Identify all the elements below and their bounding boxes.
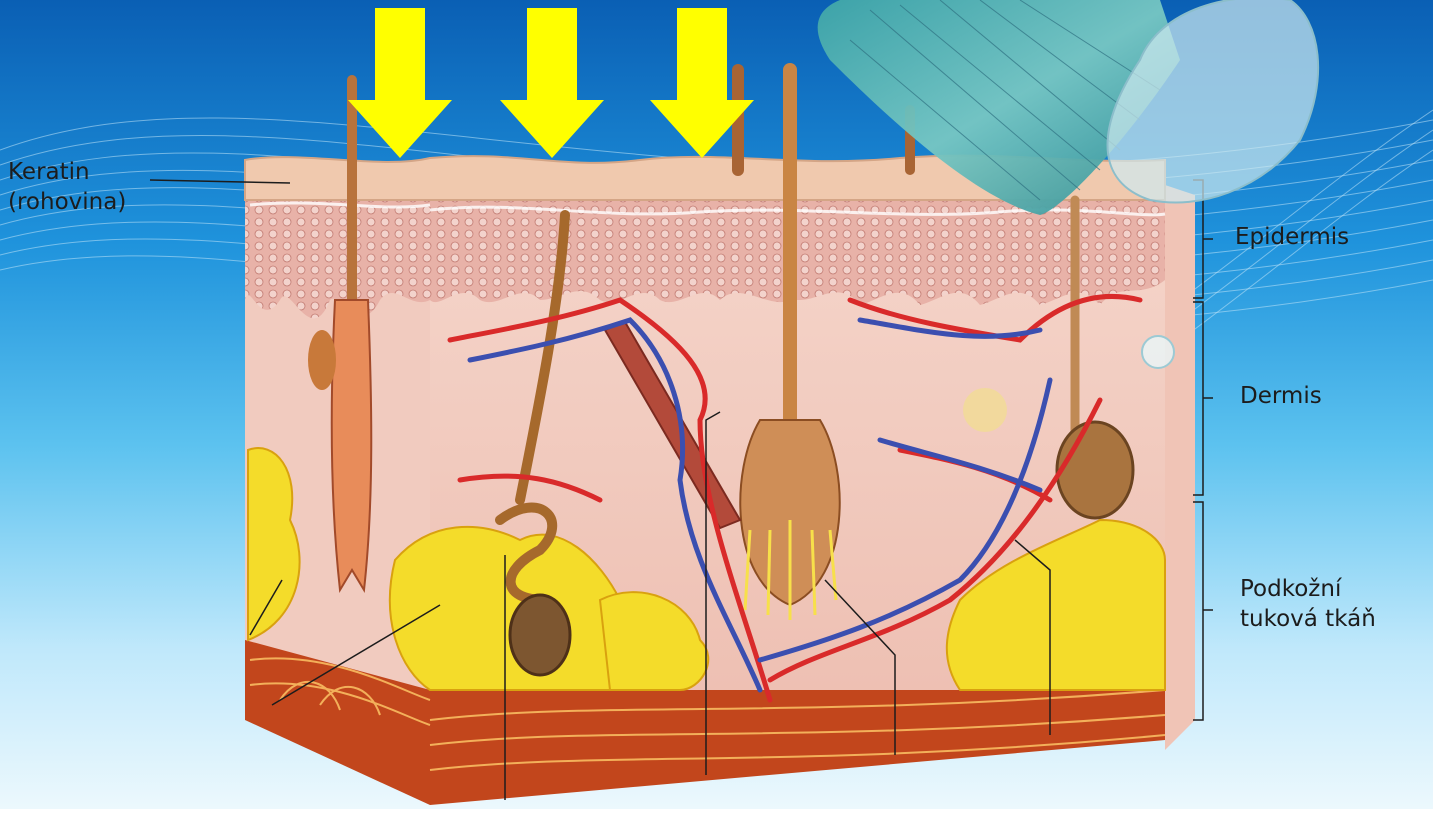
label-dermis: Dermis xyxy=(1240,381,1322,411)
label-subcutaneous-fat: Podkožní tuková tkáň xyxy=(1240,574,1376,634)
label-subcutaneous-line1: Podkožní xyxy=(1240,574,1376,604)
label-subcutaneous-line2: tuková tkáň xyxy=(1240,604,1376,634)
skin-side-face xyxy=(1165,185,1195,750)
label-keratin-line2: (rohovina) xyxy=(8,187,126,217)
label-keratin-line1: Keratin xyxy=(8,157,126,187)
label-epidermis: Epidermis xyxy=(1235,222,1349,252)
hair-follicle-left xyxy=(332,300,372,590)
sebaceous-gland-right xyxy=(1057,422,1133,518)
sensory-receptor xyxy=(963,388,1007,432)
pressure-arrows xyxy=(348,8,754,158)
label-keratin: Keratin (rohovina) xyxy=(8,157,126,217)
sweat-gland-bulb xyxy=(510,595,570,675)
sebaceous-gland-left xyxy=(308,330,336,390)
